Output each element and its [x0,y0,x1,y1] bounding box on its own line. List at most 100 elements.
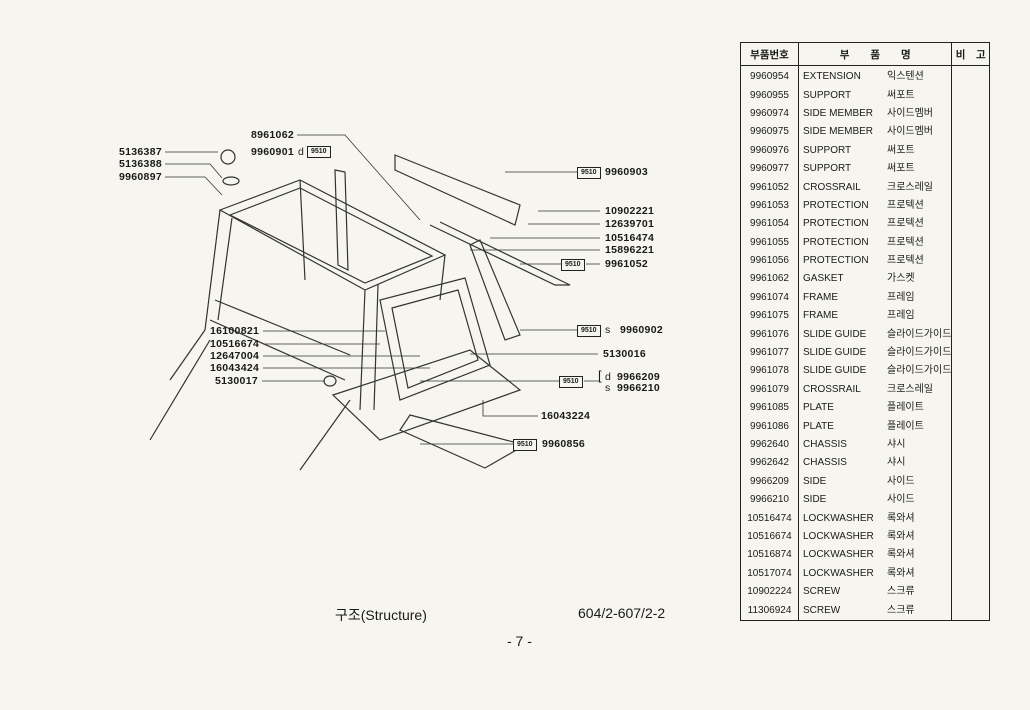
part-number-cell: 9960975 [740,123,799,142]
group-code-box: 9510 [561,259,585,271]
part-name-ko-cell: 플레이트 [887,402,924,414]
part-label: 9966210 [617,382,660,394]
part-label: 16100821 [210,325,260,337]
part-number-cell: 9966209 [740,472,799,491]
part-name-ko-cell: 가스켓 [887,273,915,285]
part-name-ko-cell: 익스텐션 [887,71,924,83]
part-label: 15896221 [605,244,655,256]
remarks-cell [951,141,990,160]
remarks-cell [951,417,990,436]
part-label: 12647004 [210,350,260,362]
remarks-cell [951,435,990,455]
part-label: 5130017 [215,375,258,387]
part-number-cell: 10516474 [740,509,799,528]
remarks-cell [951,564,990,583]
part-number-cell: 9960977 [740,159,799,179]
part-name-ko-cell: 프로텍션 [887,255,924,267]
group-code-box: 9510 [559,376,583,388]
part-number-cell: 10516674 [740,527,799,547]
part-name-ko-cell: 록와셔 [887,567,915,579]
part-name-en-cell: SIDE [803,494,827,506]
part-number-cell: 10516874 [740,546,799,565]
part-label: 5136388 [119,158,162,170]
part-name-en-cell: SIDE MEMBER [803,126,874,138]
part-name-en-cell: CHASSIS [803,439,847,450]
part-name-en-cell: PROTECTION [803,236,869,248]
part-name-en-cell: PLATE [803,402,834,414]
part-label: 16043224 [541,410,591,422]
part-number-cell: 9961074 [740,288,799,308]
part-name-ko-cell: 프로텍션 [887,236,924,248]
remarks-cell [951,215,990,234]
leader-lines [165,134,600,445]
remarks-cell [951,86,990,105]
part-label: 9960856 [542,438,585,450]
remarks-cell [951,454,990,473]
remarks-cell [951,601,990,621]
part-name-en-cell: SLIDE GUIDE [803,347,867,359]
part-name-en-cell: PLATE [803,420,834,432]
remarks-cell [951,65,990,87]
table-row: 9961085 PLATE 플레이트 [740,399,990,418]
remarks-cell [951,307,990,326]
remarks-cell [951,490,990,510]
part-name-en-cell: PROTECTION [803,218,869,230]
part-label: 9966209 [617,371,660,383]
part-name-ko-cell: 플레이트 [887,420,924,432]
part-name-en-cell: LOCKWASHER [803,549,874,561]
part-name-ko-cell: 슬라이드가이드 [887,328,952,340]
remarks-cell [951,159,990,179]
part-name-ko-cell: 슬라이드가이드 [887,365,952,377]
part-name-en-cell: SUPPORT [803,89,852,101]
part-name-ko-cell: 프로텍션 [887,218,924,230]
part-name-en-cell: SCREW [803,586,841,598]
part-label: 16043424 [210,362,260,374]
part-label: 10516674 [210,338,260,350]
part-name-ko-cell: 록와셔 [887,530,915,542]
part-name-en-cell: SLIDE GUIDE [803,328,867,340]
part-number-cell: 9961085 [740,399,799,418]
part-number-cell: 11306924 [740,601,799,621]
part-number-cell: 9961075 [740,307,799,326]
part-name-en-cell: GASKET [803,273,844,285]
part-label: 9960903 [605,166,648,178]
part-number-cell: 9961078 [740,362,799,381]
part-number-cell: 9960954 [740,65,799,87]
part-label: 9961052 [605,258,648,270]
part-number-cell: 9960955 [740,86,799,105]
part-name-ko-cell: 록와셔 [887,549,915,561]
part-label: 10902221 [605,205,655,217]
part-name-en-cell: CROSSRAIL [803,383,861,395]
part-name-en-cell: CHASSIS [803,457,847,469]
header-part-number: 부품번호 [740,42,799,66]
part-name-ko-cell: 사이드 [887,475,915,487]
page-number: - 7 - [507,633,532,649]
part-number-cell: 9961056 [740,251,799,271]
part-name-ko-cell: 샤시 [887,439,906,450]
variant-suffix: s [605,324,611,336]
part-name-ko-cell: 프로텍션 [887,199,924,211]
remarks-cell [951,288,990,308]
part-label: 9960902 [620,324,663,336]
part-number-cell: 9962642 [740,454,799,473]
diagram-caption: 구조(Structure) [335,607,427,623]
part-number-cell: 9961052 [740,178,799,197]
part-label: 5136387 [119,146,162,158]
